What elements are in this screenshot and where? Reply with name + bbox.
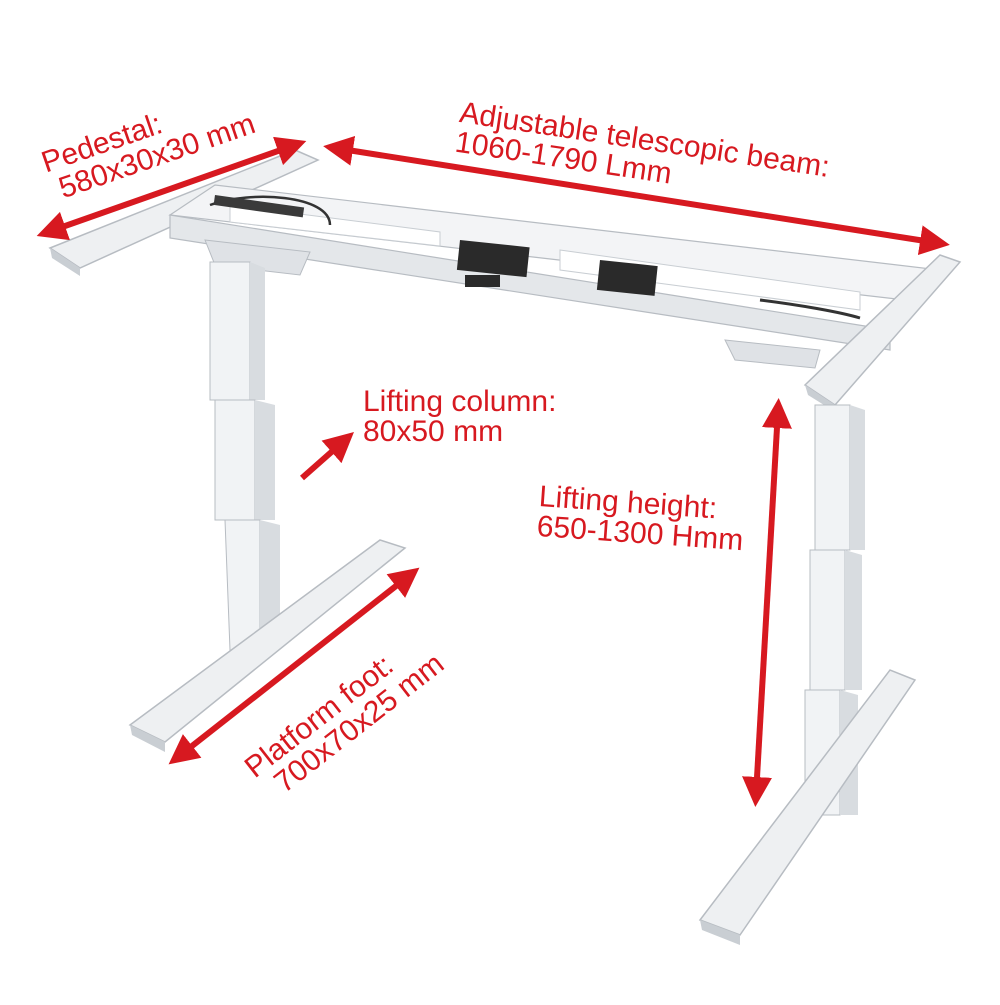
left-lifting-column — [209, 261, 280, 651]
right-platform-foot — [698, 669, 917, 945]
column-title: Lifting column: — [363, 385, 557, 418]
column-value: 80x50 mm — [363, 415, 504, 448]
height-label: Lifting height: 650-1300 Hmm — [536, 480, 746, 557]
column-pointer-arrow — [300, 432, 354, 481]
right-lifting-column — [804, 404, 865, 816]
motor-icon — [596, 260, 658, 296]
pedestal-dimension-arrow — [36, 136, 307, 241]
telescopic-beam — [168, 184, 942, 369]
column-label: Lifting column: 80x50 mm — [363, 387, 556, 447]
foot-dimension-arrow — [168, 567, 420, 765]
beam-dimension-arrow — [323, 135, 950, 256]
height-dimension-arrow — [742, 398, 792, 807]
